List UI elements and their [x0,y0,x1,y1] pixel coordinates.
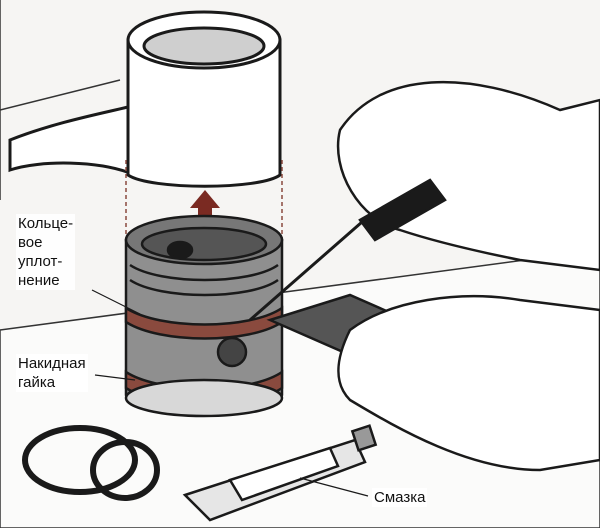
o-ring-label-line: Кольце- [18,215,74,232]
o-ring-label-line: нение [18,272,60,289]
grease-tube [182,424,378,522]
spare-o-rings [22,425,160,501]
o-ring-label-line: уплот- [18,253,63,270]
nut-label: Накидная гайка [16,354,88,392]
valve-cartridge [124,214,284,418]
grease-label: Смазка [372,488,428,507]
nut-label-line: Накидная [18,355,86,372]
nut-label-line: гайка [18,374,56,391]
faucet-handle [8,10,282,188]
hand-with-blade [266,293,600,472]
hand-with-screwdriver [249,80,600,322]
o-ring-label: Кольце- вое уплот- нение [16,214,76,290]
o-ring-label-line: вое [18,234,43,251]
